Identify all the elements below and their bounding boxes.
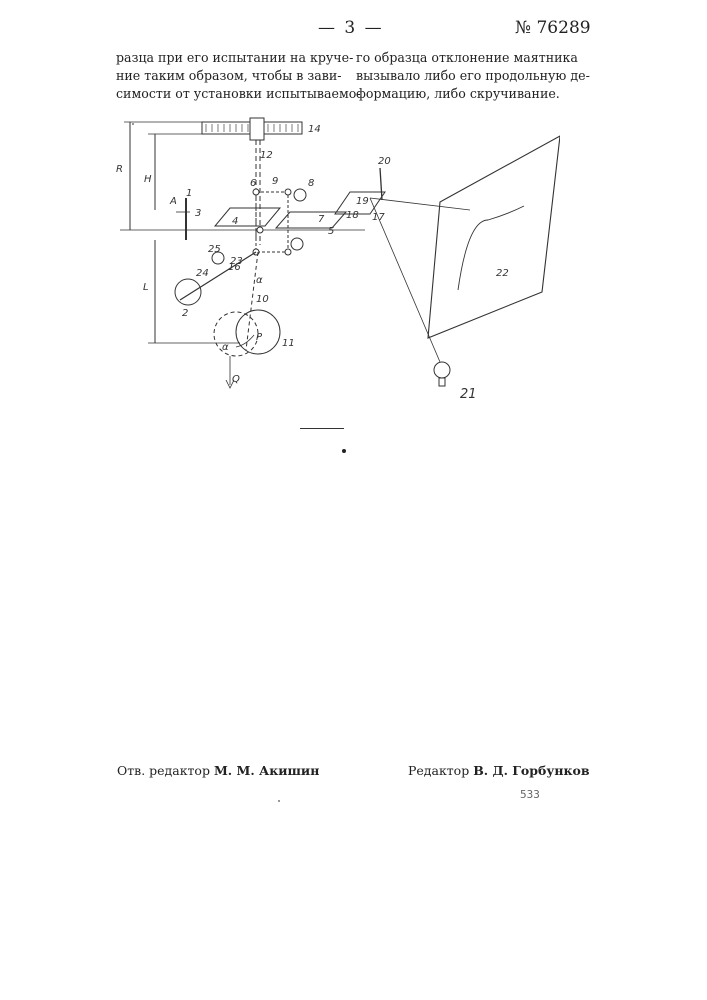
label-2: 2 [182, 308, 188, 319]
slider-carriage [250, 118, 264, 140]
label-9: 9 [272, 176, 278, 187]
responsible-editor-name: М. М. Акишин [214, 763, 319, 778]
label-6: 6 [250, 178, 256, 189]
label-l: L [143, 282, 149, 293]
editor: Редактор В. Д. Горбунков [408, 763, 590, 778]
text-line: го образца отклонение маятника [356, 49, 591, 67]
recorded-curve [458, 206, 524, 290]
label-24: 24 [196, 268, 209, 279]
page-number: — 3 — [318, 18, 384, 38]
label-5: 5 [328, 226, 334, 237]
text-line: разца при его испытании на круче- [116, 49, 351, 67]
label-19: 19 [356, 196, 369, 207]
label-22: 22 [496, 268, 509, 279]
print-code: 533 [520, 788, 540, 801]
dot-mark [342, 449, 346, 453]
platform-4 [215, 208, 280, 226]
text-line: ние таким образом, чтобы в зави- [116, 67, 351, 85]
editor-title: Редактор [408, 763, 469, 778]
label-21: 21 [460, 387, 477, 402]
label-alpha-2: α [222, 342, 229, 353]
technical-diagram: R H L A 1 2 3 4 5 6 7 8 9 10 11 12 14 16… [110, 100, 560, 410]
scan-speck [278, 800, 280, 802]
light-ray-upper [370, 198, 470, 210]
label-q: Q [232, 374, 240, 385]
label-r: R [116, 164, 123, 175]
responsible-editor: Отв. редактор М. М. Акишин [117, 763, 319, 778]
ball-2 [175, 279, 201, 305]
label-17: 17 [372, 212, 385, 223]
scan-speck [132, 123, 134, 125]
text-line: вызывало либо его продольную де- [356, 67, 591, 85]
label-7: 7 [318, 214, 325, 225]
label-18: 18 [346, 210, 359, 221]
label-10: 10 [256, 294, 269, 305]
text-column-right: го образца отклонение маятника вызывало … [356, 49, 591, 103]
label-20: 20 [378, 156, 391, 167]
label-alpha: α [256, 275, 263, 286]
label-14: 14 [308, 124, 321, 135]
text-column-left: разца при его испытании на круче- ние та… [116, 49, 351, 103]
screen-22 [428, 136, 560, 338]
label-h: H [144, 174, 152, 185]
responsible-editor-title: Отв. редактор [117, 763, 210, 778]
editor-name: В. Д. Горбунков [473, 763, 589, 778]
label-11: 11 [282, 338, 295, 349]
separator-line [300, 428, 344, 429]
page-header: — 3 — № 76289 [0, 14, 707, 44]
label-p: P [256, 332, 263, 343]
label-a: A [169, 196, 177, 207]
label-3: 3 [195, 208, 201, 219]
label-1: 1 [186, 188, 192, 199]
label-25: 25 [208, 244, 221, 255]
label-8: 8 [308, 178, 314, 189]
lamp-21 [434, 362, 450, 378]
figure-labels: R H L A 1 2 3 4 5 6 7 8 9 10 11 12 14 16… [116, 124, 509, 402]
label-23: 23 [230, 256, 243, 267]
patent-number: № 76289 [515, 18, 591, 38]
label-4: 4 [232, 216, 238, 227]
label-12: 12 [260, 150, 273, 161]
